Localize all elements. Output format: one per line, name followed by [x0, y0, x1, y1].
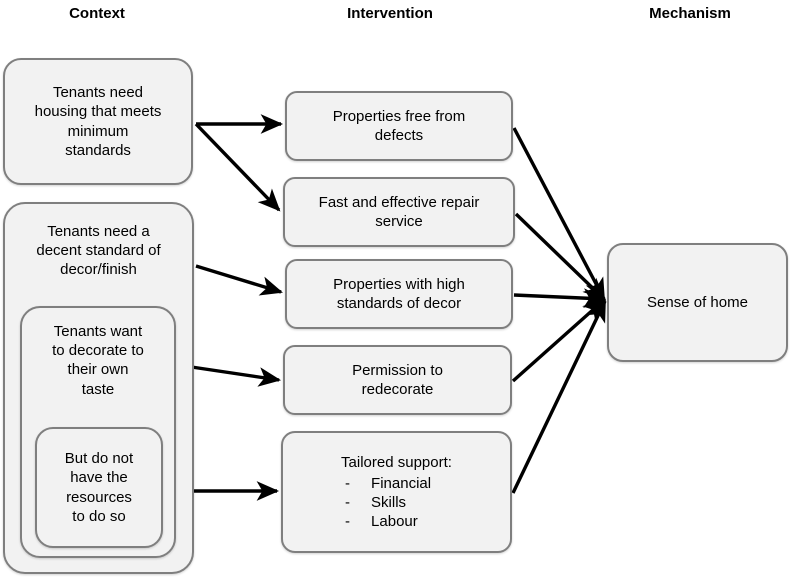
intervention-box-high-standards-decor[interactable]: Properties with high standards of decor	[285, 259, 513, 329]
node-label: Tenants need a decent standard of decor/…	[36, 223, 161, 279]
column-header-intervention: Intervention	[347, 5, 433, 22]
node-label: Tenants want to decorate to their own ta…	[52, 323, 144, 398]
node-label: Permission to redecorate	[352, 361, 443, 398]
node-label: Fast and effective repair service	[318, 193, 480, 230]
column-header-context: Context	[69, 5, 125, 22]
column-header-mechanism: Mechanism	[649, 5, 731, 22]
edge-intervention1-to-mechanism	[512, 127, 606, 301]
node-label: Properties free from defects	[332, 107, 466, 144]
intervention-box-permission-redecorate[interactable]: Permission to redecorate	[283, 345, 512, 415]
list-item: - Labour	[341, 512, 452, 531]
list-bullet: -	[345, 494, 351, 511]
node-label: But do not have the resources to do so	[64, 450, 134, 525]
intervention-box-tailored-support[interactable]: Tailored support: - Financial - Skills - Labou…	[281, 431, 512, 553]
edge-context2-to-intervention3	[195, 264, 283, 296]
node-label: Sense of home	[647, 293, 748, 311]
list-item-label: Labour	[371, 513, 418, 531]
list-title: Tailored support:	[341, 453, 452, 471]
list-item: - Financial	[341, 474, 452, 493]
edge-context1-to-intervention2	[194, 122, 281, 212]
list-item-label: Skills	[371, 494, 407, 511]
context-box-minimum-standards[interactable]: Tenants need housing that meets minimum …	[3, 58, 193, 185]
intervention-box-repair-service[interactable]: Fast and effective repair service	[283, 177, 515, 247]
tailored-support-list: Tailored support: - Financial - Skills - Labou…	[341, 453, 452, 532]
list-item-label: Financial	[371, 474, 432, 492]
edge-intervention5-to-mechanism	[511, 299, 607, 494]
edge-intervention2-to-mechanism	[514, 212, 606, 301]
node-label: Properties with high standards of decor	[333, 275, 465, 312]
context-box-lack-resources[interactable]: But do not have the resources to do so	[35, 427, 163, 548]
mechanism-box-sense-of-home[interactable]: Sense of home	[607, 243, 788, 362]
edge-intervention3-to-mechanism	[513, 288, 607, 308]
list-bullet: -	[345, 513, 351, 531]
list-item: - Skills	[341, 493, 452, 512]
intervention-box-free-from-defects[interactable]: Properties free from defects	[285, 91, 513, 161]
list-bullet: -	[345, 474, 351, 492]
edge-intervention4-to-mechanism	[511, 298, 606, 383]
node-label: Tenants need housing that meets minimum …	[34, 84, 162, 159]
